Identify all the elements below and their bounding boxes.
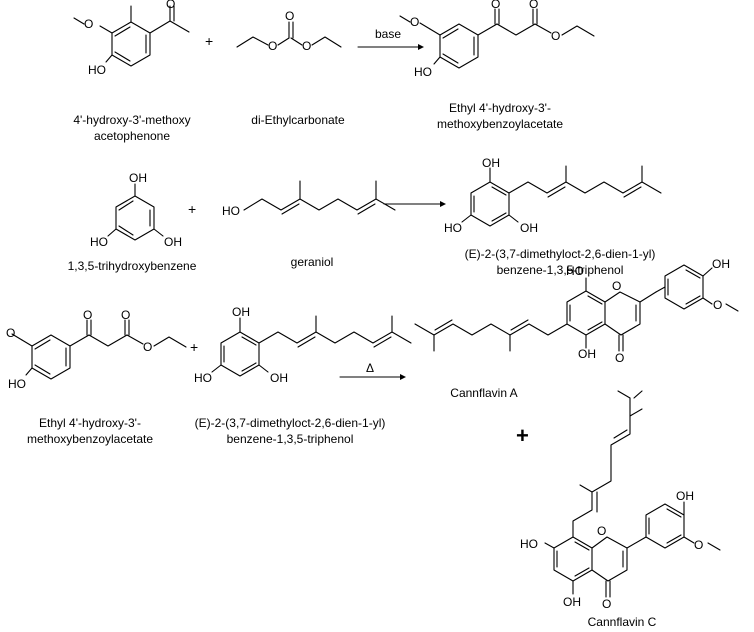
atom-label: O: [694, 538, 703, 552]
acetophenone-structure: O O HO: [73, 0, 190, 77]
condition-base: base: [375, 27, 401, 41]
atom-label: OH: [676, 489, 694, 503]
cannflavin-a-structure: O O OH O HO OH: [414, 257, 739, 365]
atom-label: OH: [270, 371, 288, 385]
atom-label: OH: [129, 171, 147, 185]
condition-heat: Δ: [366, 361, 374, 375]
benzoylacetate-structure: O O O O HO: [399, 0, 595, 79]
atom-label: O: [302, 39, 311, 53]
atom-label: O: [84, 17, 93, 31]
atom-label: HO: [88, 63, 106, 77]
atom-label: HO: [222, 204, 240, 218]
atom-label: O: [166, 0, 175, 11]
atom-label: O: [597, 524, 606, 538]
atom-label: OH: [578, 347, 596, 361]
benzoylacetate-name-line1: Ethyl 4'-hydroxy-3'-: [449, 101, 551, 115]
atom-label: OH: [520, 221, 538, 235]
arrow-head: [440, 201, 446, 207]
atom-label: O: [6, 326, 15, 340]
atom-label: HO: [8, 377, 26, 391]
geranylphloroglucinol-name-line1: (E)-2-(3,7-dimethyloct-2,6-dien-1-yl): [465, 247, 656, 261]
atom-label: HO: [520, 537, 538, 551]
atom-label: HO: [414, 65, 432, 79]
atom-label: O: [285, 9, 294, 23]
acetophenone-name-line2: acetophenone: [94, 129, 170, 143]
cannflavin-c-structure: O O OH O HO OH: [520, 390, 721, 611]
atom-label: O: [551, 29, 560, 43]
arrow-head: [418, 44, 424, 50]
benzoylacetate-name-line2: methoxybenzoylacetate: [437, 117, 563, 131]
atom-label: HO: [444, 221, 462, 235]
geranylphloroglucinol-name-line2: benzene-1,3,5-triphenol: [497, 263, 624, 277]
atom-label: O: [268, 39, 277, 53]
arrow-head: [400, 374, 406, 380]
geranylphloroglucinol-structure-2: OH HO OH: [194, 305, 412, 385]
benzoylacetate-structure-2: O O O O HO: [6, 308, 187, 391]
atom-label: O: [121, 308, 130, 322]
plus-sign-large: +: [516, 423, 529, 448]
geranylphloroglucinol-name-line2-2: benzene-1,3,5-triphenol: [227, 432, 354, 446]
atom-label: O: [83, 308, 92, 322]
atom-label: OH: [563, 595, 581, 609]
atom-label: O: [410, 15, 419, 29]
geranylphloroglucinol-name-line1-2: (E)-2-(3,7-dimethyloct-2,6-dien-1-yl): [195, 416, 386, 430]
atom-label: OH: [482, 156, 500, 170]
phloroglucinol-structure: OH HO OH: [90, 171, 182, 249]
atom-label: OH: [712, 257, 730, 271]
atom-label: HO: [90, 235, 108, 249]
atom-label: O: [713, 298, 722, 312]
atom-label: O: [529, 0, 538, 11]
atom-label: OH: [232, 305, 250, 319]
atom-label: O: [612, 279, 621, 293]
plus-sign: +: [190, 339, 198, 355]
geranylphloroglucinol-structure: OH HO OH: [444, 156, 662, 235]
atom-label: HO: [566, 264, 584, 278]
cannflavin-a-name: Cannflavin A: [450, 386, 517, 400]
benzoylacetate-name-line1-2: Ethyl 4'-hydroxy-3'-: [39, 416, 141, 430]
atom-label: O: [491, 0, 500, 11]
atom-label: O: [143, 340, 152, 354]
acetophenone-name-line1: 4'-hydroxy-3'-methoxy: [73, 113, 190, 127]
plus-sign: +: [205, 33, 213, 49]
atom-label: OH: [164, 235, 182, 249]
plus-sign: +: [188, 201, 196, 217]
geraniol-structure: HO: [222, 180, 396, 218]
phloroglucinol-name: 1,3,5-trihydroxybenzene: [68, 259, 197, 273]
atom-label: HO: [194, 371, 212, 385]
atom-label: O: [615, 351, 624, 365]
cannflavin-c-name: Cannflavin C: [588, 615, 657, 629]
atom-label: O: [602, 597, 611, 611]
benzoylacetate-name-line2-2: methoxybenzoylacetate: [27, 432, 153, 446]
geraniol-name: geraniol: [291, 255, 334, 269]
diethylcarbonate-name: di-Ethylcarbonate: [251, 113, 345, 127]
diethylcarbonate-structure: O O O: [236, 9, 342, 53]
